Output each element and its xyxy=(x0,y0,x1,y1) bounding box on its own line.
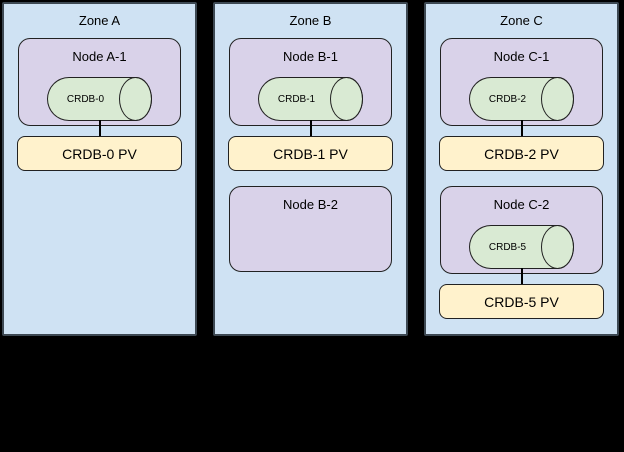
crdb-5-label: CRDB-5 xyxy=(488,241,527,253)
connector-line xyxy=(309,120,312,136)
crdb-2-pv: CRDB-2 PV xyxy=(439,136,604,171)
cylinder-cap-icon xyxy=(541,77,574,121)
crdb-5-pv: CRDB-5 PV xyxy=(439,284,604,319)
node-c-1-label: Node C-1 xyxy=(493,49,550,64)
crdb-2-cylinder: CRDB-2 xyxy=(469,77,574,121)
crdb-1-pv: CRDB-1 PV xyxy=(228,136,393,171)
node-a-1: Node A-1 CRDB-0 xyxy=(18,38,181,126)
cylinder-cap-icon xyxy=(541,225,574,269)
zone-b-title: Zone B xyxy=(289,13,332,28)
node-b-1: Node B-1 CRDB-1 xyxy=(229,38,392,126)
crdb-2-pv-label: CRDB-2 PV xyxy=(484,145,559,162)
zones-row: Zone A Node A-1 CRDB-0 CRDB-0 PV Zone B … xyxy=(2,2,619,336)
connector-line xyxy=(98,120,101,136)
zone-a-title: Zone A xyxy=(78,13,121,28)
crdb-1-label: CRDB-1 xyxy=(277,93,316,105)
node-c-2-label: Node C-2 xyxy=(493,197,550,212)
cylinder-cap-icon xyxy=(330,77,363,121)
crdb-5-pv-label: CRDB-5 PV xyxy=(484,293,559,310)
zone-c: Zone C Node C-1 CRDB-2 CRDB-2 PV Node C-… xyxy=(424,2,619,336)
node-c-1: Node C-1 CRDB-2 xyxy=(440,38,603,126)
crdb-0-pv-label: CRDB-0 PV xyxy=(62,145,137,162)
crdb-1-cylinder: CRDB-1 xyxy=(258,77,363,121)
node-a-1-label: Node A-1 xyxy=(72,49,127,64)
connector-line xyxy=(520,268,523,284)
node-b-2: Node B-2 xyxy=(229,186,392,272)
crdb-1-pv-label: CRDB-1 PV xyxy=(273,145,348,162)
crdb-0-label: CRDB-0 xyxy=(66,93,105,105)
node-c-2: Node C-2 CRDB-5 xyxy=(440,186,603,274)
crdb-0-cylinder: CRDB-0 xyxy=(47,77,152,121)
zone-a: Zone A Node A-1 CRDB-0 CRDB-0 PV xyxy=(2,2,197,336)
connector-line xyxy=(520,120,523,136)
node-b-2-label: Node B-2 xyxy=(283,197,338,212)
zone-b: Zone B Node B-1 CRDB-1 CRDB-1 PV Node B-… xyxy=(213,2,408,336)
crdb-2-label: CRDB-2 xyxy=(488,93,527,105)
cylinder-cap-icon xyxy=(119,77,152,121)
crdb-0-pv: CRDB-0 PV xyxy=(17,136,182,171)
node-b-1-label: Node B-1 xyxy=(283,49,338,64)
zone-c-title: Zone C xyxy=(500,13,543,28)
crdb-5-cylinder: CRDB-5 xyxy=(469,225,574,269)
